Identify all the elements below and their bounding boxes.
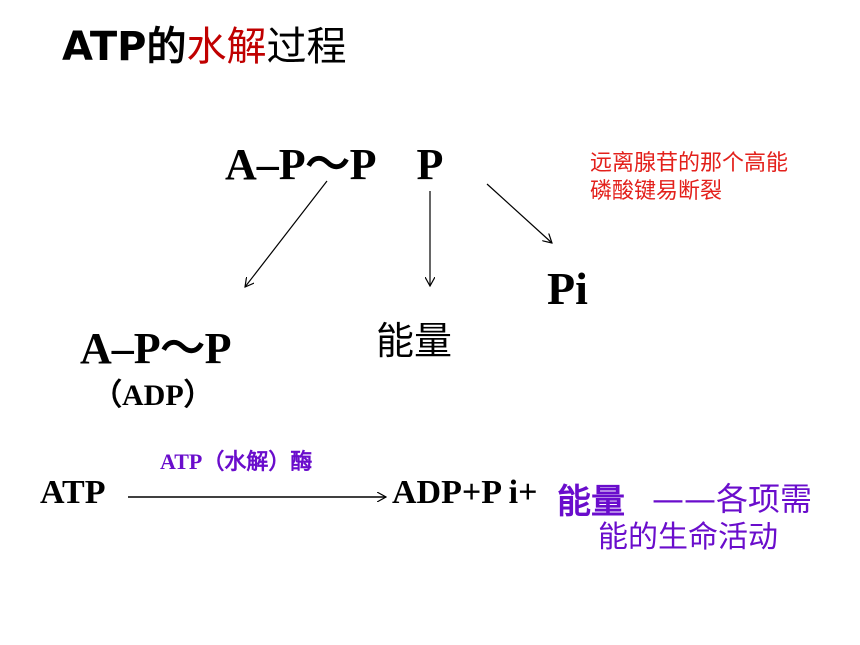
pi-product: Pi bbox=[547, 263, 588, 314]
equation-energy: 能量 bbox=[557, 482, 625, 522]
title-part-3: 过程 bbox=[266, 24, 347, 70]
equation-use-line-1: ——各项需 bbox=[652, 480, 813, 518]
page-title: ATP的水解过程 bbox=[62, 14, 346, 72]
arrow-to-pi bbox=[486, 183, 552, 243]
atp-formula-right: P bbox=[416, 140, 444, 189]
atp-formula-left: A–P～P bbox=[225, 140, 377, 189]
adp-structure-formula: A–P～P bbox=[80, 324, 232, 373]
bond-break-note: 远离腺苷的那个高能磷酸键易断裂 bbox=[590, 151, 789, 204]
adp-label: （ADP） bbox=[92, 379, 214, 412]
title-part-1: ATP的 bbox=[62, 24, 187, 70]
equation-products: ADP+P i+ bbox=[392, 474, 538, 511]
energy-product: 能量 bbox=[376, 319, 453, 363]
equation-use-line-2: 能的生命活动 bbox=[598, 520, 778, 555]
arrow-to-adp bbox=[245, 180, 328, 287]
atp-structure-formula: A–P～P P bbox=[225, 128, 443, 192]
equation-reactant: ATP bbox=[40, 474, 106, 511]
enzyme-label: ATP（水解）酶 bbox=[160, 449, 313, 474]
title-part-2: 水解 bbox=[186, 24, 267, 70]
